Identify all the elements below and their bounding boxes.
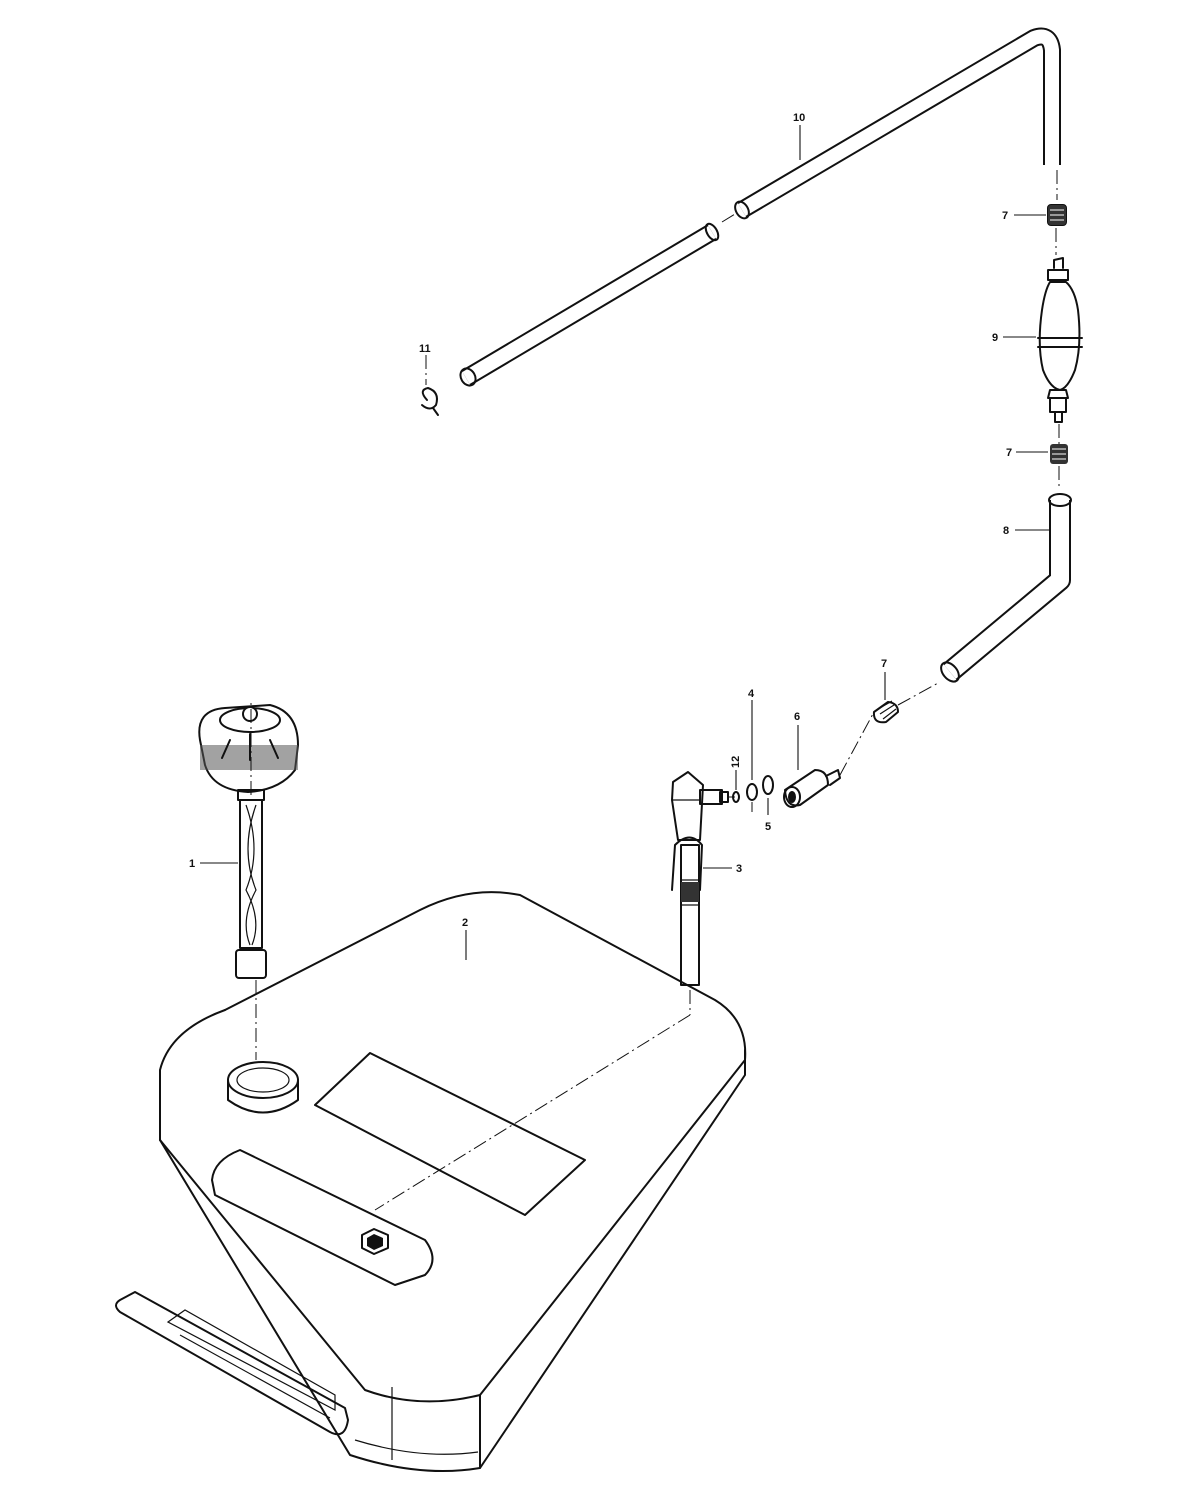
callout-2: 2 bbox=[462, 917, 468, 929]
callout-10: 10 bbox=[793, 112, 805, 124]
fuel-hose-short bbox=[940, 493, 1072, 683]
pickup-tube bbox=[671, 771, 729, 986]
hose-clip bbox=[421, 387, 439, 416]
callout-1: 1 bbox=[189, 858, 195, 870]
callout-7-lower: 7 bbox=[881, 658, 887, 670]
callout-5: 5 bbox=[765, 821, 771, 833]
fuel-tank bbox=[115, 891, 747, 1472]
callout-4: 4 bbox=[748, 688, 755, 700]
callout-12: 12 bbox=[730, 756, 742, 768]
callout-6: 6 bbox=[794, 711, 800, 723]
fuel-hose-long bbox=[459, 27, 1061, 387]
primer-bulb bbox=[1037, 257, 1083, 423]
assembly-centerlines bbox=[250, 170, 1060, 1211]
hose-clamp bbox=[872, 204, 1068, 724]
callout-11: 11 bbox=[419, 343, 431, 355]
callout-3: 3 bbox=[736, 863, 742, 875]
callout-8: 8 bbox=[1003, 525, 1009, 537]
o-ring bbox=[746, 775, 774, 801]
tank-connector bbox=[783, 769, 841, 808]
callout-leaders bbox=[200, 125, 1050, 960]
callout-9: 9 bbox=[992, 332, 998, 344]
callout-7-top: 7 bbox=[1002, 210, 1008, 222]
fuel-gauge bbox=[198, 704, 299, 979]
callouts: 1 2 3 4 5 6 7 7 7 8 9 10 11 12 bbox=[189, 112, 1012, 929]
callout-7-middle: 7 bbox=[1006, 447, 1012, 459]
